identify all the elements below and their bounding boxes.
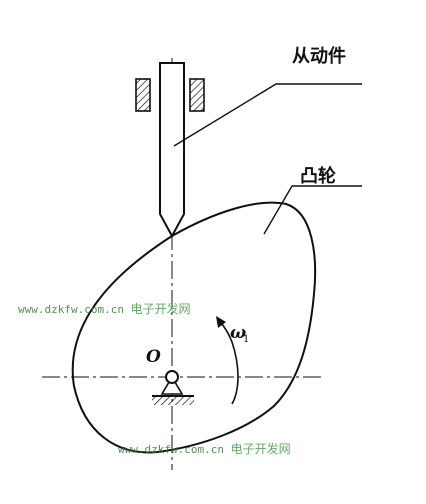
cam-leader-line: [263, 185, 362, 235]
guide-right: [189, 78, 205, 112]
follower-label: 从动件: [292, 45, 346, 67]
center-label: O: [146, 347, 161, 367]
cam-label: 凸轮: [300, 165, 336, 187]
watermark-top: www.dzkfw.com.cn 电子开发网: [18, 300, 191, 317]
cam-profile: [71, 201, 317, 454]
pivot-joint: [165, 370, 179, 384]
watermark-site-name: 电子开发网: [230, 442, 291, 456]
follower-leader-line: [173, 83, 362, 147]
watermark-bottom: www.dzkfw.com.cn 电子开发网: [118, 440, 291, 457]
rotation-arc: [219, 321, 239, 405]
rotation-arrowhead: [216, 316, 226, 328]
pivot-support: [160, 375, 184, 395]
omega-subscript: 1: [243, 334, 249, 345]
guide-left: [135, 78, 151, 112]
watermark-url: www.dzkfw.com.cn: [118, 443, 224, 456]
ground-hatch: [152, 397, 194, 405]
watermark-url: www.dzkfw.com.cn: [18, 303, 124, 316]
watermark-site-name: 电子开发网: [130, 302, 191, 316]
follower-rod: [159, 62, 185, 239]
omega-label: ω: [230, 323, 246, 343]
